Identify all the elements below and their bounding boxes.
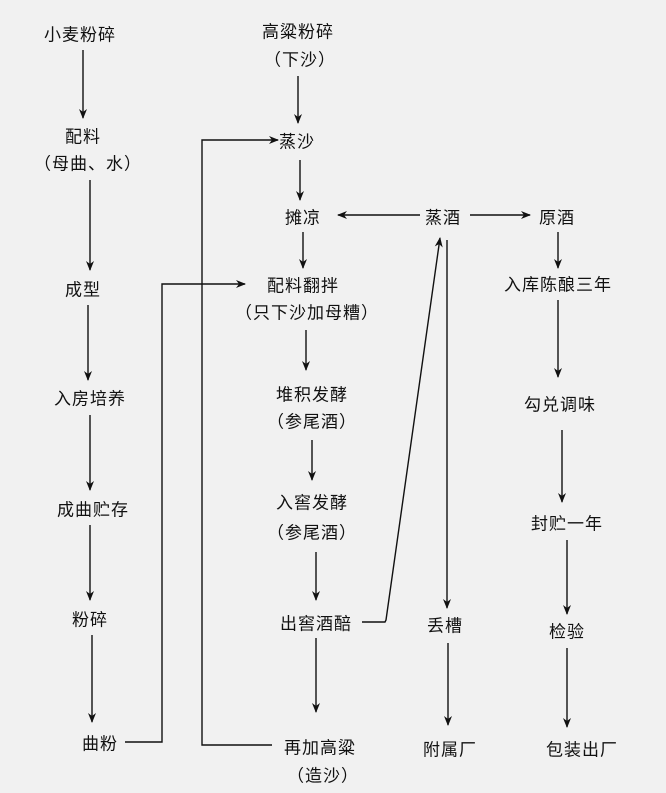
node-age: 入库陈酿三年 <box>504 275 612 296</box>
node-mix-note: （母曲、水） <box>34 154 142 175</box>
arrow <box>125 280 246 743</box>
node-out-cellar: 出窖酒醅 <box>280 614 352 635</box>
node-distill: 蒸酒 <box>425 208 461 229</box>
node-spread-cool: 摊凉 <box>285 208 321 229</box>
node-mix-stir-note: （只下沙加母糟） <box>235 303 379 324</box>
node-package: 包装出厂 <box>546 740 618 761</box>
node-sorghum-grind: 高粱粉碎 <box>262 22 334 43</box>
node-qu-storage: 成曲贮存 <box>57 500 129 521</box>
node-mix: 配料 <box>65 127 101 148</box>
node-affiliate: 附属厂 <box>423 740 477 761</box>
arrow <box>201 136 279 746</box>
node-add-sorghum: 再加高粱 <box>284 738 356 759</box>
node-steam-sha: 蒸沙 <box>279 132 315 153</box>
node-sorghum-note: （下沙） <box>264 50 336 71</box>
node-qu-powder: 曲粉 <box>82 734 118 755</box>
node-add-note: （造沙） <box>287 766 359 787</box>
node-pile-note: （参尾酒） <box>267 412 357 433</box>
arrow <box>362 237 443 623</box>
node-grind: 粉碎 <box>72 610 108 631</box>
node-raw-liquor: 原酒 <box>539 208 575 229</box>
node-pile-ferment: 堆积发酵 <box>276 385 348 406</box>
node-shaping: 成型 <box>65 280 101 301</box>
node-cellar-ferment: 入窖发酵 <box>276 493 348 514</box>
node-cellar-note: （参尾酒） <box>267 523 357 544</box>
node-blend: 勾兑调味 <box>524 395 596 416</box>
node-seal-store: 封贮一年 <box>531 514 603 535</box>
node-wheat-grind: 小麦粉碎 <box>44 25 116 46</box>
node-room-culture: 入房培养 <box>54 389 126 410</box>
node-inspect: 检验 <box>549 622 585 643</box>
node-discard: 丢槽 <box>427 616 463 637</box>
node-mix-stir: 配料翻拌 <box>267 276 339 297</box>
